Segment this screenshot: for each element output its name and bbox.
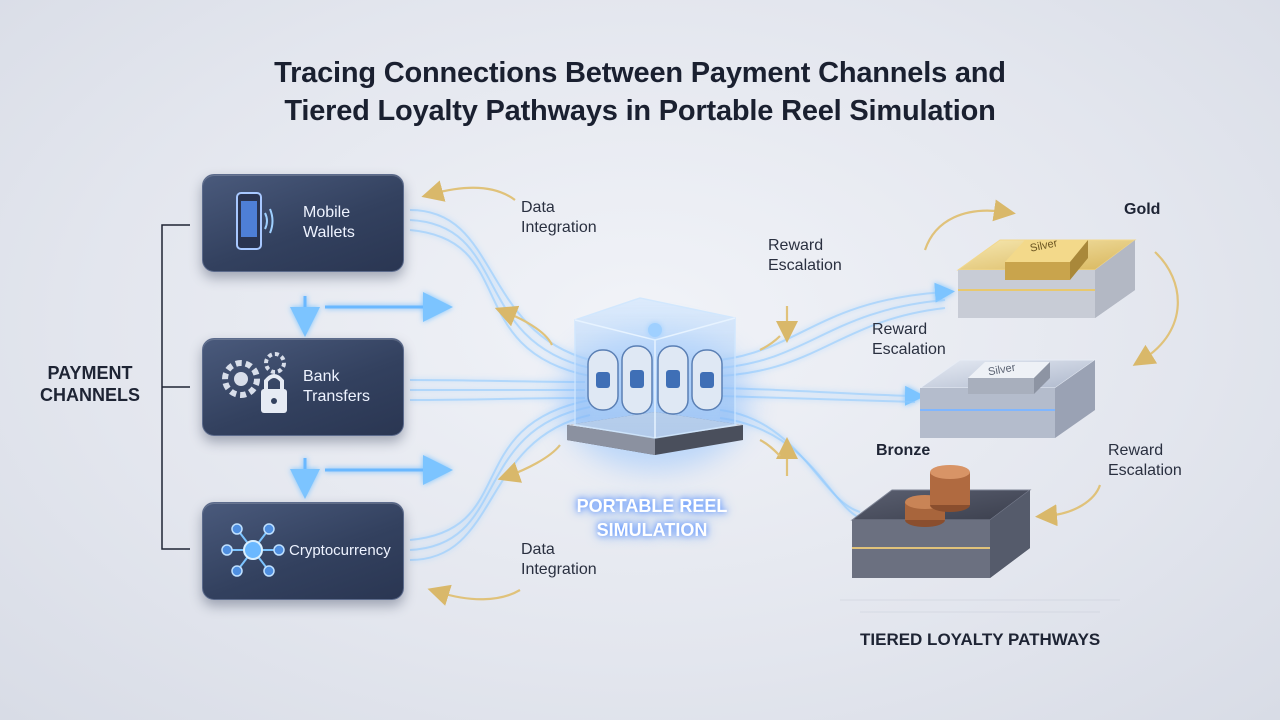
smartphone-nfc-icon — [236, 192, 274, 250]
gold-loop-arrow — [923, 199, 1016, 251]
network-nodes-icon — [221, 523, 285, 577]
data-integration-arrow-top — [421, 180, 516, 202]
gold-tier-block — [956, 239, 1137, 318]
reel-core — [567, 297, 743, 455]
reward-escalation-label-1: Reward Escalation — [768, 237, 842, 274]
data-integration-arrow-bottom — [427, 584, 521, 606]
bronze-tier-label: Bronze — [876, 442, 931, 459]
diagram-title: Tracing Connections Between Payment Chan… — [0, 54, 1280, 130]
silver-to-bronze-arrow — [1035, 484, 1102, 527]
gold-tier-label: Gold — [1124, 201, 1161, 218]
portable-reel-simulation-title: PORTABLE REEL SIMULATION — [576, 496, 728, 540]
title-line-2: Tiered Loyalty Pathways in Portable Reel… — [284, 95, 996, 127]
gear-lock-icon — [222, 352, 287, 413]
silver-tier-block — [918, 359, 1097, 438]
title-line-1: Tracing Connections Between Payment Chan… — [274, 57, 1006, 89]
channel-label: Bank Transfers — [303, 368, 370, 405]
data-streams-left — [409, 209, 591, 561]
reward-escalation-label-3: Reward Escalation — [1108, 442, 1182, 479]
channel-mobile-wallets: Mobile Wallets — [202, 174, 404, 272]
data-integration-label-top: Data Integration — [521, 199, 597, 236]
tiered-loyalty-pathways-heading: TIERED LOYALTY PATHWAYS — [860, 630, 1101, 649]
channel-cryptocurrency: Cryptocurrency — [202, 502, 404, 600]
channel-label: Mobile Wallets — [303, 204, 355, 241]
channel-bank-transfers: Bank Transfers — [202, 338, 404, 436]
gold-to-silver-arrow — [1132, 251, 1179, 366]
channel-label: Cryptocurrency — [289, 542, 391, 559]
reward-escalation-label-2: Reward Escalation — [872, 321, 946, 358]
data-integration-label-bottom: Data Integration — [521, 541, 597, 578]
bronze-tier-block — [850, 465, 1032, 578]
payment-channels-heading: PAYMENT CHANNELS — [40, 363, 141, 405]
bronze-coins — [905, 465, 970, 527]
